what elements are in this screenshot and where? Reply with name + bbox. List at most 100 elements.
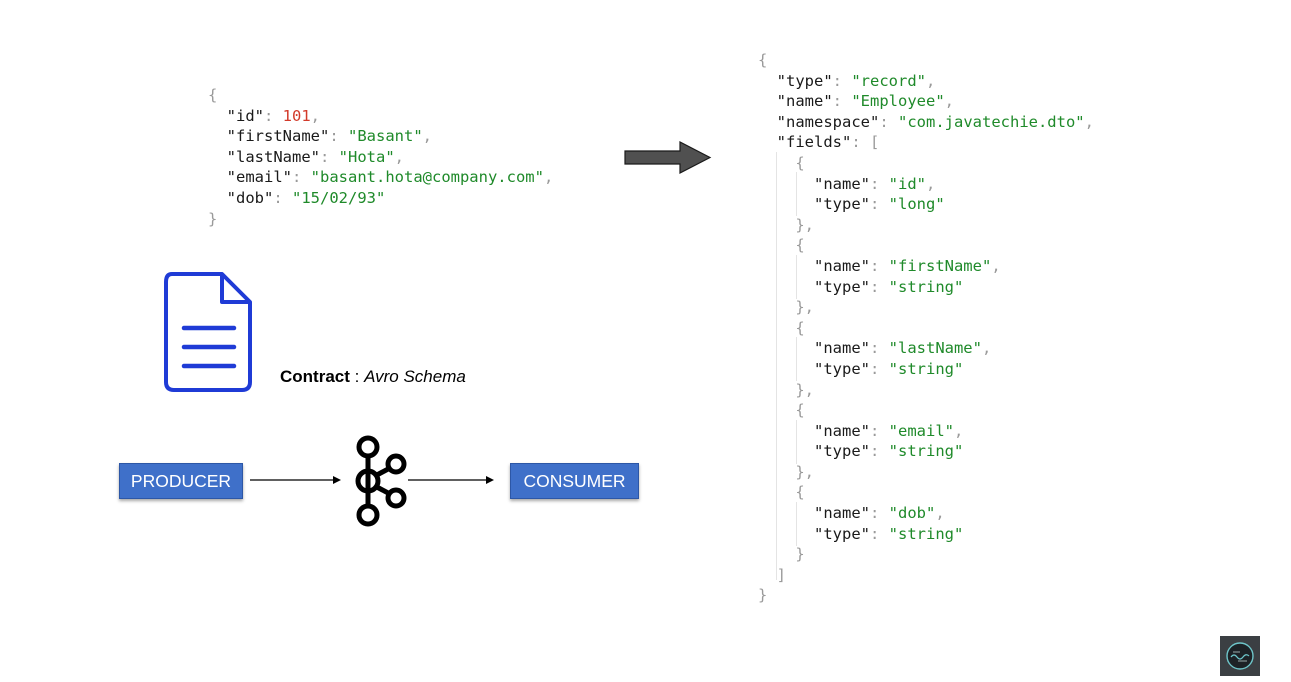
code-token: , <box>925 174 936 193</box>
code-token: : <box>869 195 889 214</box>
code-token: , <box>422 127 432 146</box>
code-token: : <box>869 339 889 358</box>
code-token: "name" <box>758 421 870 440</box>
code-token: { <box>758 51 768 69</box>
code-token: , <box>310 106 321 125</box>
code-line: }, <box>758 215 1094 236</box>
code-token: : <box>869 277 889 296</box>
code-line: "email": "basant.hota@company.com", <box>208 167 554 188</box>
code-token: , <box>925 71 936 90</box>
code-token: : <box>869 504 889 523</box>
code-token: "firstName" <box>888 256 992 275</box>
code-token: "string" <box>888 524 964 543</box>
code-token: "firstName" <box>208 127 330 146</box>
code-line: { <box>208 85 553 106</box>
document-icon <box>164 272 252 392</box>
code-token: "email" <box>208 168 292 187</box>
code-line: "name": "dob", <box>758 503 1094 524</box>
indent-guide <box>776 152 777 580</box>
code-token: "string" <box>888 359 964 378</box>
code-line: "firstName": "Basant", <box>208 126 553 147</box>
code-token: "type" <box>758 277 870 296</box>
code-token: : <box>869 524 889 543</box>
code-token: , <box>953 421 964 440</box>
code-token: "long" <box>888 195 945 214</box>
code-token: "namespace" <box>758 112 880 131</box>
code-token: , <box>991 256 1001 275</box>
code-token: , <box>981 339 992 358</box>
code-line: "namespace": "com.javatechie.dto", <box>758 112 1094 133</box>
code-token: "type" <box>758 442 870 461</box>
code-line: }, <box>758 297 1094 318</box>
code-token: "name" <box>758 174 870 193</box>
code-line: "name": "lastName", <box>758 338 1094 359</box>
avro-schema-json: { "type": "record", "name": "Employee", … <box>758 50 1094 606</box>
code-line: { <box>758 235 1094 256</box>
producer-box: PRODUCER <box>119 463 243 499</box>
channel-logo-glyph-icon <box>1226 642 1254 670</box>
sample-json: { "id": 101, "firstName": "Basant", "las… <box>208 85 553 229</box>
consumer-box: CONSUMER <box>510 463 639 499</box>
code-token: }, <box>758 215 814 234</box>
code-token: "dob" <box>888 504 936 523</box>
code-token: "dob" <box>208 188 274 207</box>
channel-logo-icon[interactable] <box>1220 636 1260 676</box>
code-line: ] <box>758 565 1094 586</box>
code-line: "type": "record", <box>758 71 1094 92</box>
code-token: "id" <box>888 174 926 193</box>
code-token: ] <box>758 565 786 584</box>
code-token: "name" <box>758 339 870 358</box>
arrow-to-kafka <box>250 476 341 484</box>
code-line: "name": "id", <box>758 174 1094 195</box>
code-token: "email" <box>888 421 954 440</box>
code-token: }, <box>758 298 814 317</box>
code-token: , <box>935 504 945 523</box>
code-token: : <box>832 71 852 90</box>
code-token: "15/02/93" <box>292 188 386 207</box>
code-line: "name": "email", <box>758 421 1094 442</box>
indent-guide <box>796 337 797 381</box>
code-token: , <box>1084 112 1094 131</box>
arrow-to-consumer <box>408 476 494 484</box>
code-token: "basant.hota@company.com" <box>310 168 544 187</box>
code-line: "type": "string" <box>758 277 1094 298</box>
code-line: "type": "string" <box>758 359 1094 380</box>
code-token: }, <box>758 462 814 481</box>
code-token: "Employee" <box>851 92 945 111</box>
code-token: }, <box>758 380 814 399</box>
code-token: { <box>758 483 805 502</box>
code-token: "name" <box>758 504 870 523</box>
code-line: { <box>758 153 1094 174</box>
code-line: "id": 101, <box>208 106 553 127</box>
code-line: { <box>758 318 1094 339</box>
consumer-label: CONSUMER <box>523 470 626 491</box>
code-line: } <box>208 209 553 230</box>
contract-label: Contract : Avro Schema <box>280 367 466 387</box>
code-line: "type": "string" <box>758 524 1094 545</box>
code-token: : <box>832 92 852 111</box>
code-token: "Hota" <box>338 147 395 166</box>
code-token: : <box>292 168 311 187</box>
code-token: "name" <box>758 256 870 275</box>
indent-guide <box>796 420 797 464</box>
code-line: { <box>758 482 1094 503</box>
code-token: { <box>208 86 218 104</box>
code-line: "fields": [ <box>758 132 1094 153</box>
code-token: "type" <box>758 359 870 378</box>
code-token: : [ <box>851 133 880 152</box>
producer-label: PRODUCER <box>130 470 232 491</box>
code-line: "dob": "15/02/93" <box>208 188 553 209</box>
code-token: , <box>543 168 554 187</box>
block-arrow-right-icon <box>624 141 712 174</box>
code-line: } <box>758 585 1094 606</box>
indent-guide <box>796 255 797 299</box>
code-token: , <box>394 147 404 166</box>
code-token: } <box>208 209 218 228</box>
code-token: { <box>758 153 805 172</box>
code-line: }, <box>758 462 1094 483</box>
code-line: "name": "Employee", <box>758 91 1094 112</box>
code-token: : <box>869 174 889 193</box>
code-line: "lastName": "Hota", <box>208 147 553 168</box>
code-token: "record" <box>851 71 926 90</box>
code-token: , <box>944 92 954 111</box>
